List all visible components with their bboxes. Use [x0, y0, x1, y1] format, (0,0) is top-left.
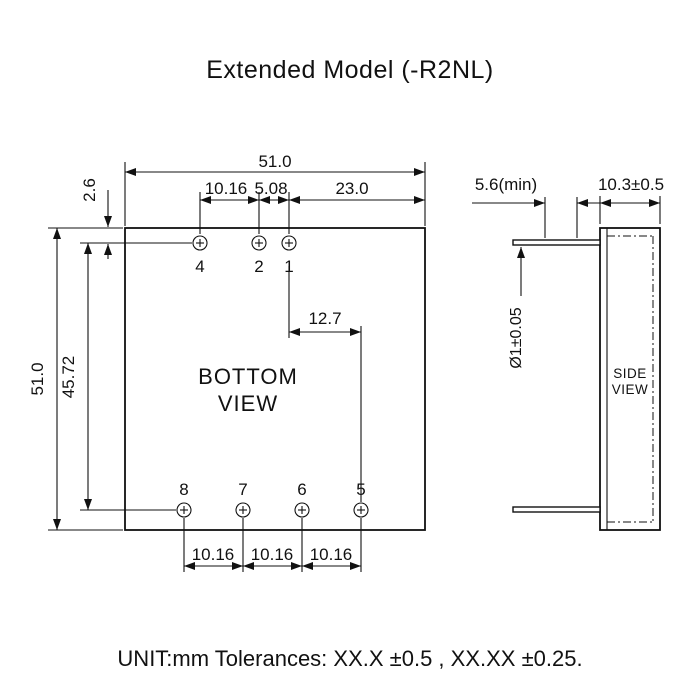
- pin-1: [281, 235, 297, 251]
- side-view-dimensions: [472, 196, 661, 296]
- pin-label-8: 8: [179, 480, 188, 499]
- bottom-view-label-line2: VIEW: [218, 391, 278, 416]
- bottom-view-body: [124, 227, 426, 531]
- pin-6: [294, 502, 310, 518]
- dim-label-pitch1: 10.16: [192, 545, 235, 564]
- side-view-label-line2: VIEW: [612, 382, 649, 397]
- drawing-labels: 51.0 10.16 5.08 23.0 51.0 45.72 2.6 12.7…: [28, 152, 664, 564]
- units-tolerances-note: UNIT:mm Tolerances: XX.X ±0.5 , XX.XX ±0…: [117, 646, 583, 671]
- dim-label-edge-to-pins: 2.6: [80, 178, 99, 202]
- dim-label-pin-diameter: Ø1±0.05: [508, 307, 525, 368]
- side-view-body: [512, 227, 661, 531]
- pin-7: [235, 502, 251, 518]
- side-view-top-pin: [512, 239, 601, 246]
- pin-label-1: 1: [284, 257, 293, 276]
- dim-label-pin1-edge: 23.0: [335, 179, 368, 198]
- dim-label-pin-rows: 45.72: [59, 356, 78, 399]
- dim-label-pin2-pin1: 5.08: [254, 179, 287, 198]
- pin-5: [353, 502, 369, 518]
- pin-8: [176, 502, 192, 518]
- pin-label-2: 2: [254, 257, 263, 276]
- dim-label-pitch3: 10.16: [310, 545, 353, 564]
- dim-label-pitch2: 10.16: [251, 545, 294, 564]
- module-outline-side-view: [599, 227, 661, 531]
- pin-label-7: 7: [238, 480, 247, 499]
- dim-label-pin1-pin5: 12.7: [308, 309, 341, 328]
- side-view-label-line1: SIDE: [613, 366, 647, 381]
- dim-label-pin-length: 5.6(min): [475, 175, 537, 194]
- module-outline-bottom-view: [124, 227, 426, 531]
- pin-label-4: 4: [195, 257, 204, 276]
- dim-label-overall-height: 51.0: [28, 362, 47, 395]
- dim-label-overall-width: 51.0: [258, 152, 291, 171]
- bottom-view-pins: [176, 235, 369, 518]
- bottom-view-dimensions: [48, 162, 426, 572]
- dim-label-pin4-pin2: 10.16: [205, 179, 248, 198]
- pin-4: [192, 235, 208, 251]
- pin-label-5: 5: [356, 480, 365, 499]
- dim-label-depth: 10.3±0.5: [598, 175, 664, 194]
- pin-2: [251, 235, 267, 251]
- pin-label-6: 6: [297, 480, 306, 499]
- bottom-view-label-line1: BOTTOM: [198, 364, 298, 389]
- page-title: Extended Model (-R2NL): [206, 56, 494, 84]
- side-view-bottom-pin: [512, 506, 601, 513]
